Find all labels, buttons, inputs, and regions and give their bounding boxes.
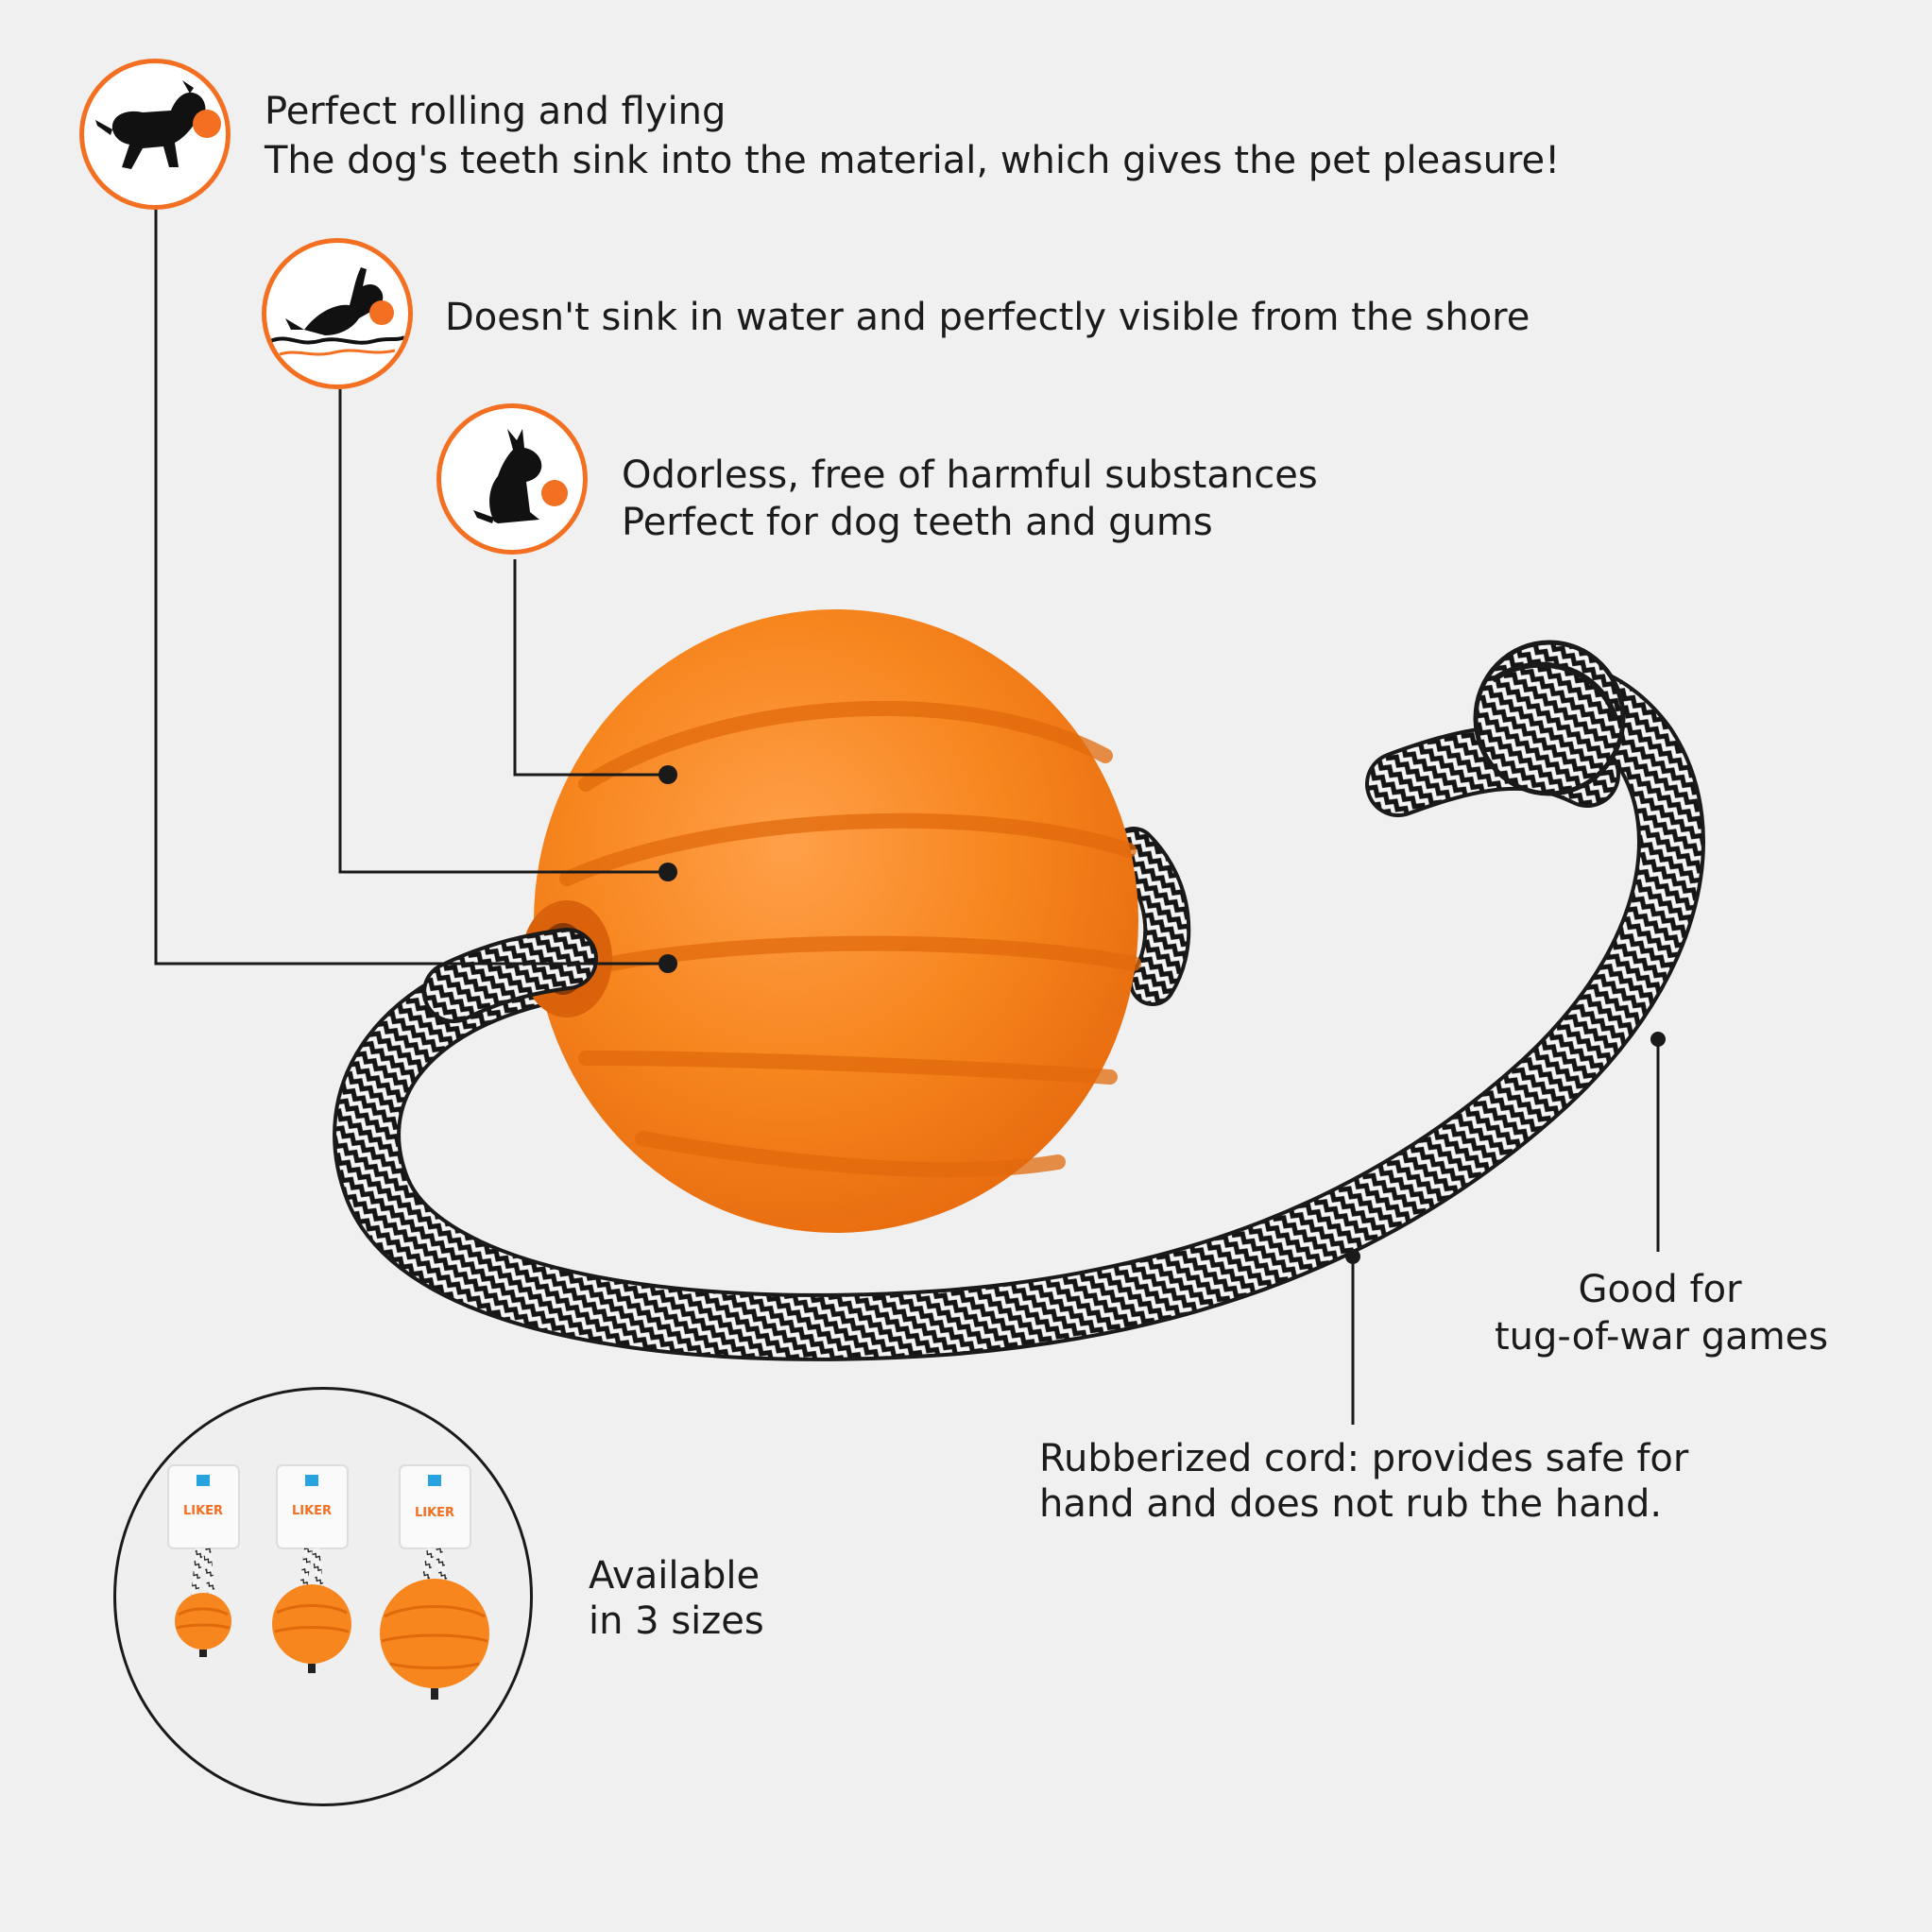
feature-icon-circle-2 (262, 238, 413, 389)
cord-note-line-1: Rubberized cord: provides safe for (1039, 1437, 1689, 1480)
feature-3-title: Odorless, free of harmful substances (622, 453, 1318, 497)
feature-icon-circle-1 (79, 59, 231, 210)
dog-sitting-with-ball-icon (473, 429, 568, 523)
size-medium-product: LIKER (272, 1464, 351, 1673)
feature-2-title: Doesn't sink in water and perfectly visi… (445, 296, 1530, 339)
orange-ball (521, 609, 1141, 1233)
dog-running-with-ball-icon (95, 80, 221, 169)
size-large-brand-label: LIKER (415, 1506, 454, 1520)
callout-dots (658, 765, 1666, 1264)
three-sizes-illustration: LIKER LIKER LIKER (167, 1464, 489, 1700)
feature-text-2: Doesn't sink in water and perfectly visi… (445, 293, 1530, 342)
feature-icon-circle-3 (436, 403, 588, 555)
tug-note-line-1: Good for (1578, 1268, 1742, 1311)
cord-note: Rubberized cord: provides safe for hand … (1039, 1436, 1689, 1527)
sizes-note: Available in 3 sizes (589, 1553, 764, 1644)
size-large-product: LIKER (380, 1464, 489, 1700)
size-small-brand-label: LIKER (183, 1504, 223, 1518)
feature-3-description: Perfect for dog teeth and gums (622, 501, 1213, 544)
rope-knot (1365, 640, 1626, 817)
sizes-note-line-1: Available (589, 1554, 761, 1598)
cord-note-line-2: hand and does not rub the hand. (1039, 1482, 1663, 1526)
feature-text-3: Odorless, free of harmful substances Per… (622, 452, 1318, 546)
sizes-note-line-2: in 3 sizes (589, 1599, 764, 1643)
tug-note-line-2: tug-of-war games (1495, 1315, 1829, 1359)
tug-note: Good for tug-of-war games (1495, 1266, 1829, 1360)
callout-line-1 (154, 208, 668, 966)
callout-line-3 (513, 559, 668, 777)
sizes-circle: LIKER LIKER LIKER (113, 1387, 533, 1806)
size-small-product: LIKER (167, 1464, 240, 1657)
callout-line-2 (338, 389, 668, 874)
size-medium-brand-label: LIKER (292, 1504, 332, 1518)
dog-swimming-with-ball-icon (269, 267, 405, 356)
feature-1-title: Perfect rolling and flying (265, 90, 727, 133)
feature-1-description: The dog's teeth sink into the material, … (265, 139, 1561, 182)
rope-loop-texture (336, 663, 1701, 1358)
feature-text-1: Perfect rolling and flying The dog's tee… (265, 87, 1560, 185)
callout-lines (154, 208, 1660, 1425)
